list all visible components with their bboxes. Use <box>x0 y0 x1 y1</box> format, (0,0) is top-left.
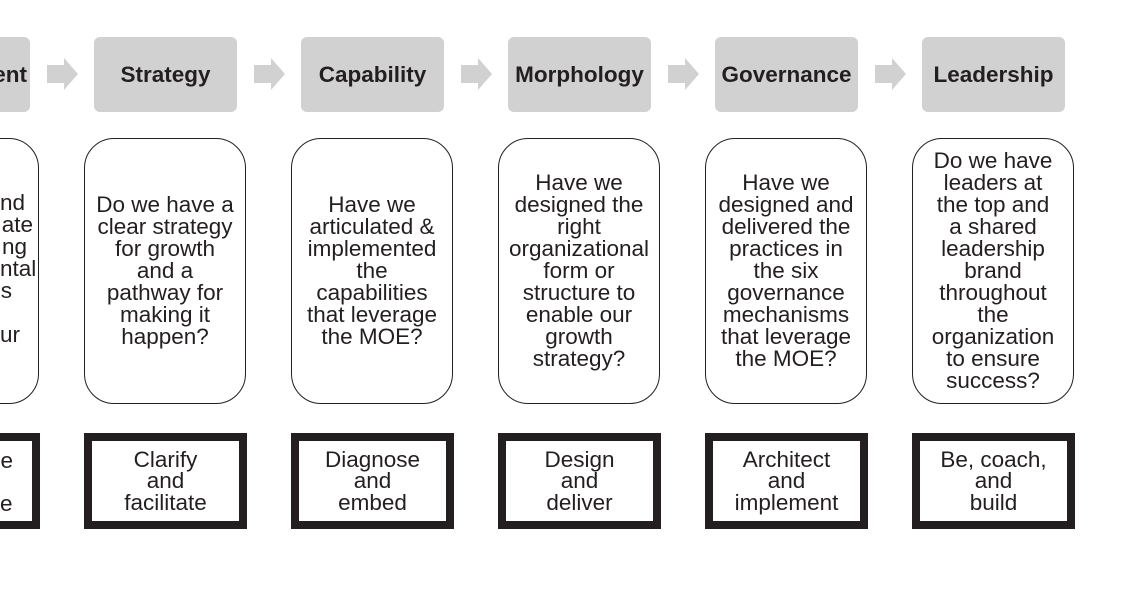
column-morphology: Morphology Have we designed the right or… <box>498 0 661 590</box>
stage-header-morphology: Morphology <box>508 37 651 112</box>
stage-header-leadership: Leadership <box>922 37 1065 112</box>
column-governance: Governance Have we designed and delivere… <box>705 0 868 590</box>
question-fragment <box>0 302 40 324</box>
question-fragment: ur <box>0 322 21 347</box>
action-box-governance: Architect and implement <box>705 433 868 529</box>
question-fragment: nd <box>0 190 26 215</box>
stage-header-label: Governance <box>721 61 852 87</box>
question-card-partial <box>0 138 39 404</box>
action-fragment: e <box>0 448 13 473</box>
question-fragment: s <box>0 278 12 303</box>
question-text: Have we designed and delivered the pract… <box>718 170 854 371</box>
action-fragment <box>0 472 40 494</box>
question-fragment: ate <box>1 212 33 237</box>
action-box-strategy: Clarify and facilitate <box>84 433 247 529</box>
column-leadership: Leadership Do we have leaders at the top… <box>912 0 1075 590</box>
action-fragments-partial: e e <box>0 450 40 515</box>
stage-header-label: Capability <box>318 61 427 87</box>
question-text: Have we designed the right organizationa… <box>508 170 650 371</box>
stage-header-governance: Governance <box>715 37 858 112</box>
column-partial: ent <box>0 0 40 590</box>
action-box-morphology: Design and deliver <box>498 433 661 529</box>
stage-header-capability: Capability <box>301 37 444 112</box>
question-text: Have we articulated & implemented the ca… <box>306 192 438 349</box>
stage-header-label: Strategy <box>120 61 211 87</box>
right-arrow-icon <box>254 58 285 90</box>
question-card-governance: Have we designed and delivered the pract… <box>705 138 867 404</box>
action-text: Diagnose and embed <box>324 446 421 515</box>
right-arrow-icon <box>461 58 492 90</box>
action-box-capability: Diagnose and embed <box>291 433 454 529</box>
stage-header-partial: ent <box>0 37 30 112</box>
column-capability: Capability Have we articulated & impleme… <box>291 0 454 590</box>
question-fragments-partial: nd ate ng ntal s ur <box>0 190 40 347</box>
stage-header-partial-label: ent <box>0 61 27 87</box>
question-text: Do we have leaders at the top and a shar… <box>931 148 1055 393</box>
right-arrow-icon <box>47 58 78 90</box>
action-fragment: e <box>0 491 13 516</box>
question-card-capability: Have we articulated & implemented the ca… <box>291 138 453 404</box>
question-card-leadership: Do we have leaders at the top and a shar… <box>912 138 1074 404</box>
stage-header-label: Leadership <box>933 61 1054 87</box>
right-arrow-icon <box>875 58 906 90</box>
action-text: Architect and implement <box>734 446 839 515</box>
action-box-leadership: Be, coach, and build <box>912 433 1075 529</box>
action-text: Clarify and facilitate <box>124 446 207 515</box>
action-text: Be, coach, and build <box>940 446 1047 515</box>
stage-header-label: Morphology <box>515 61 644 87</box>
question-fragment: ntal <box>0 256 37 281</box>
question-card-morphology: Have we designed the right organizationa… <box>498 138 660 404</box>
stage-header-strategy: Strategy <box>94 37 237 112</box>
question-text: Do we have a clear strategy for growth a… <box>96 192 234 349</box>
column-strategy: Strategy Do we have a clear strategy for… <box>84 0 247 590</box>
right-arrow-icon <box>668 58 699 90</box>
question-fragment: ng <box>1 234 27 259</box>
action-text: Design and deliver <box>544 446 615 515</box>
question-card-strategy: Do we have a clear strategy for growth a… <box>84 138 246 404</box>
action-box-partial <box>0 433 40 529</box>
